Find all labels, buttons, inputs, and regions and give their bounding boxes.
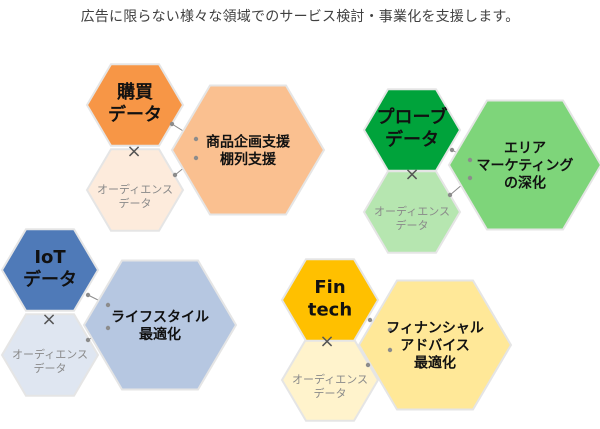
probe-use-case-hexagon (447, 99, 600, 231)
connector-dot-icon (467, 157, 473, 163)
connector-dot-icon (193, 136, 199, 142)
purchase-audience-hexagon (85, 148, 185, 232)
connector-dot-icon (387, 347, 393, 353)
connector-dot-icon (365, 362, 371, 368)
multiply-icon: × (41, 309, 56, 330)
connector-dot-icon (447, 192, 453, 198)
connector-dot-icon (169, 121, 175, 127)
fintech-data-label-line-2: tech (308, 300, 352, 321)
iot-audience-label-line-1: オーディエンス (12, 347, 88, 361)
connector-dot-icon (387, 327, 393, 333)
iot-data-label-line-1: IoT (34, 247, 66, 268)
fintech-use-case-label-line-2: アドバイス (400, 338, 470, 354)
iot-audience-hexagon (0, 313, 100, 397)
iot-use-case-label-line-1: ライフスタイル (111, 309, 209, 325)
probe-audience-label-line-1: オーディエンス (374, 204, 450, 218)
iot-data-hexagon (0, 228, 100, 312)
probe-use-case-label-line-3: の深化 (504, 175, 546, 192)
fintech-use-case-label-line-1: フィナンシャル (386, 321, 484, 337)
purchase-data-hexagon (85, 63, 185, 147)
iot-data-label-line-2: データ (23, 269, 77, 291)
probe-audience-label-line-2: データ (396, 218, 429, 232)
connector-dot-icon (172, 172, 178, 178)
purchase-audience-label-line-1: オーディエンス (97, 182, 173, 196)
connector-dot-icon (367, 317, 373, 323)
iot-use-case-label-line-2: 最適化 (139, 326, 181, 343)
fintech-data-hexagon (280, 258, 380, 342)
fintech-data-label-line-1: Fin (314, 277, 345, 298)
multiply-icon: × (404, 164, 419, 185)
purchase-use-case-label-line-2: 棚列支援 (220, 151, 277, 168)
purchase-audience-label-line-2: データ (119, 196, 152, 210)
purchase-data-label-line-2: データ (108, 104, 162, 126)
probe-data-hexagon (362, 88, 462, 172)
iot-audience-label-line-2: データ (34, 361, 67, 375)
fintech-audience-label-line-2: データ (314, 386, 347, 400)
connector-dot-icon (85, 292, 91, 298)
probe-data-label-line-2: データ (385, 129, 439, 151)
connector-dot-icon (85, 337, 91, 343)
connector-dot-icon (193, 155, 199, 161)
purchase-use-case-label-line-1: 商品企画支援 (206, 133, 291, 150)
fintech-use-case-label-line-3: 最適化 (414, 355, 456, 372)
fintech-audience-label-line-1: オーディエンス (292, 372, 368, 386)
purchase-use-case-hexagon (170, 84, 326, 216)
purchase-data-label-line-1: 購買 (116, 81, 153, 103)
iot-use-case-hexagon (82, 259, 238, 391)
multiply-icon: × (126, 141, 141, 162)
connector-dot-icon (105, 325, 111, 331)
probe-use-case-label-line-2: マーケティング (477, 157, 574, 174)
probe-use-case-label-line-1: エリア (504, 141, 546, 157)
connector-dot-icon (467, 175, 473, 181)
fintech-use-case-hexagon (357, 279, 513, 411)
multiply-icon: × (319, 331, 334, 352)
probe-data-label-line-1: プローブ (377, 106, 448, 128)
connector-dot-icon (105, 302, 111, 308)
page-headline: 広告に限らない様々な領域でのサービス検討・事業化を支援します。 (80, 9, 520, 25)
connector-dot-icon (449, 147, 455, 153)
